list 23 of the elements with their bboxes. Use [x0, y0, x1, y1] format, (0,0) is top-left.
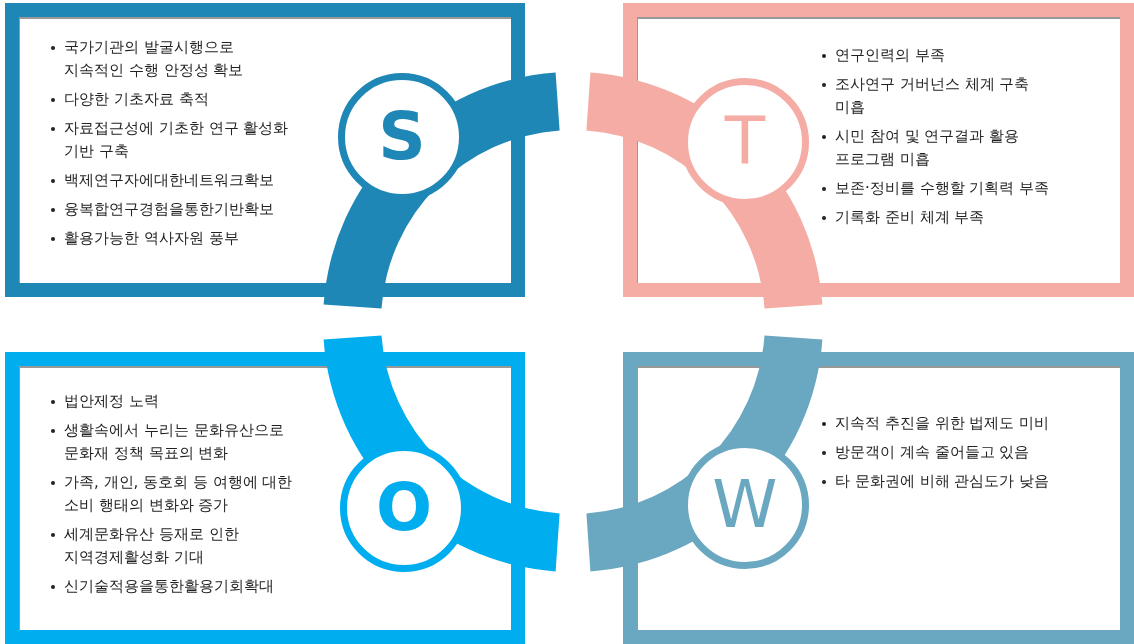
list-item: 활용가능한 역사자원 풍부	[64, 229, 239, 247]
list-item: 지속적 추진을 위한 법제도 미비	[835, 414, 1050, 432]
list-item: 시민 참여 및 연구결과 활용 프로그램 미흡	[835, 127, 1020, 168]
list-item: 타 문화권에 비해 관심도가 낮음	[835, 472, 1050, 490]
list-item: 조사연구 거버넌스 체계 구축 미흡	[835, 75, 1030, 116]
list-item: 법안제정 노력	[64, 392, 159, 410]
list-item: 신기술적용을통한활용기회확대	[64, 577, 274, 595]
panel	[623, 3, 1134, 297]
list-item: 가족, 개인, 동호회 등 여행에 대한 소비 행태의 변화와 증가	[64, 473, 293, 514]
list-item: 자료접근성에 기초한 연구 활성화 기반 구축	[64, 119, 289, 160]
list-item: 생활속에서 누리는 문화유산으로 문화재 정책 목표의 변화	[64, 421, 284, 462]
list-item: 방문객이 계속 줄어들고 있음	[835, 443, 1030, 461]
list-item: 백제연구자에대한네트워크확보	[64, 171, 274, 189]
list-item: 세계문화유산 등재로 인한 지역경제활성화 기대	[64, 525, 239, 566]
list-item: 다양한 기초자료 축적	[64, 90, 209, 108]
list-item: 연구인력의 부족	[835, 46, 945, 64]
list-item: 보존·정비를 수행할 기획력 부족	[835, 179, 1050, 197]
panel	[5, 352, 525, 644]
list-item: 융복합연구경험을통한기반확보	[64, 200, 274, 218]
panel	[5, 3, 525, 297]
list-item: 기록화 준비 체계 부족	[835, 208, 985, 226]
panel	[623, 352, 1134, 644]
list-item: 국가기관의 발굴시행으로 지속적인 수행 안정성 확보	[64, 38, 244, 79]
